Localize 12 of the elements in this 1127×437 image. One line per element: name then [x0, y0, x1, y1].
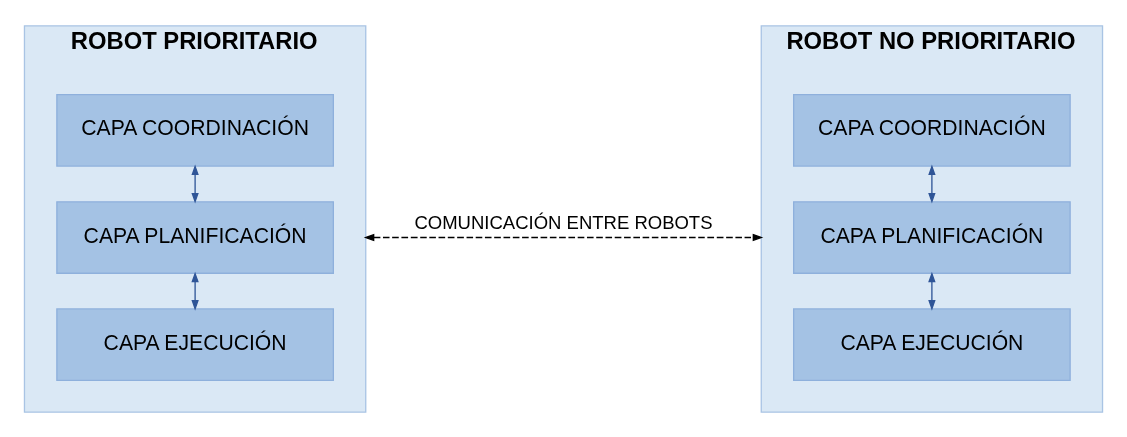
node-box: CAPA COORDINACIÓN [793, 93, 1071, 167]
node-box: CAPA COORDINACIÓN [56, 93, 334, 167]
arrow [928, 164, 936, 204]
node-box: CAPA PLANIFICACIÓN [56, 200, 334, 274]
arrow [191, 164, 199, 204]
arrow [363, 233, 764, 241]
arrow [191, 271, 199, 311]
edge-label: COMUNICACIÓN ENTRE ROBOTS [414, 211, 713, 233]
arrow [928, 271, 936, 311]
node-box: CAPA EJECUCIÓN [793, 307, 1071, 381]
node-box: CAPA EJECUCIÓN [56, 307, 334, 381]
node-box: CAPA PLANIFICACIÓN [793, 200, 1071, 274]
